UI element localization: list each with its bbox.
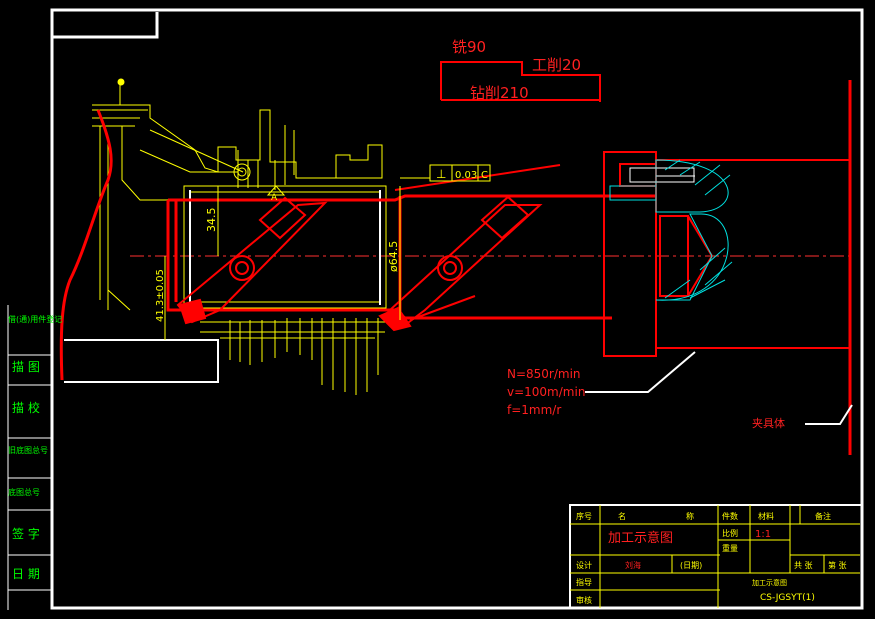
tb-date: (日期) — [680, 561, 702, 570]
corner-notch — [52, 12, 159, 39]
tb-design-label: 设计 — [576, 560, 592, 570]
tb-scale-value: 1:1 — [755, 529, 771, 540]
side-item-1: 描 图 — [12, 360, 40, 374]
tb-drawing-name: 加工示意图 — [752, 578, 787, 587]
tb-header-5: 备注 — [815, 511, 831, 521]
dim-413: 41.3±0.05 — [155, 269, 166, 322]
side-item-0: 借(通)用件登记 — [8, 314, 62, 324]
leader-fixture — [805, 404, 853, 425]
tb-part-name: 加工示意图 — [608, 530, 673, 546]
tb-check-label: 指导 — [576, 577, 592, 587]
side-item-6: 日 期 — [12, 567, 40, 581]
side-item-4: 底图总号 — [8, 487, 40, 497]
tb-designer: 刘海 — [625, 560, 641, 570]
tb-header-1: 名 — [618, 511, 626, 521]
cut-param-1: v=100m/min — [507, 385, 585, 399]
tol-symbol: ⊥ — [436, 167, 446, 181]
cut-param-2: f=1mm/r — [507, 403, 561, 417]
tb-header-4: 材料 — [758, 511, 774, 521]
tb-page: 第 张 — [828, 560, 847, 570]
tb-weight-label: 重量 — [722, 543, 738, 553]
side-item-5: 签 字 — [12, 526, 40, 541]
workpiece-housing — [92, 78, 390, 395]
sheet-border — [50, 8, 864, 610]
top-dim-1: 铣90 — [452, 38, 486, 56]
dimension-lines — [164, 164, 491, 340]
leader-params — [585, 351, 696, 393]
datum-a: A — [271, 193, 278, 203]
boring-tool-1 — [176, 196, 328, 325]
tb-header-2: 称 — [686, 511, 694, 521]
top-dimension-bracket — [440, 61, 601, 102]
boring-tool-2 — [378, 195, 543, 332]
dim-645: ø64.5 — [387, 241, 400, 272]
top-dim-3: 钻削210 — [470, 84, 529, 102]
side-item-2: 描 校 — [12, 400, 40, 415]
tb-header-3: 件数 — [722, 511, 738, 521]
tb-approve-label: 审核 — [576, 595, 592, 605]
fixture-base — [64, 190, 381, 383]
tb-header-0: 序号 — [576, 511, 592, 521]
tb-sheet: 共 张 — [794, 561, 813, 570]
side-strip — [7, 305, 52, 610]
dim-345: 34.5 — [205, 208, 218, 233]
side-item-3: 旧底图总号 — [8, 445, 48, 455]
spindle-head — [603, 80, 852, 455]
title-block — [569, 504, 863, 609]
tol-ref: C — [481, 170, 488, 181]
tb-scale-label: 比例 — [722, 528, 738, 538]
tol-value: 0.03 — [455, 170, 477, 181]
tb-drawing-code: CS-JGSYT(1) — [760, 593, 815, 603]
fixture-label: 夹具体 — [752, 416, 785, 430]
spindle-hatch — [609, 159, 733, 301]
top-dim-2: 工削20 — [532, 56, 581, 74]
cut-param-0: N=850r/min — [507, 367, 581, 381]
